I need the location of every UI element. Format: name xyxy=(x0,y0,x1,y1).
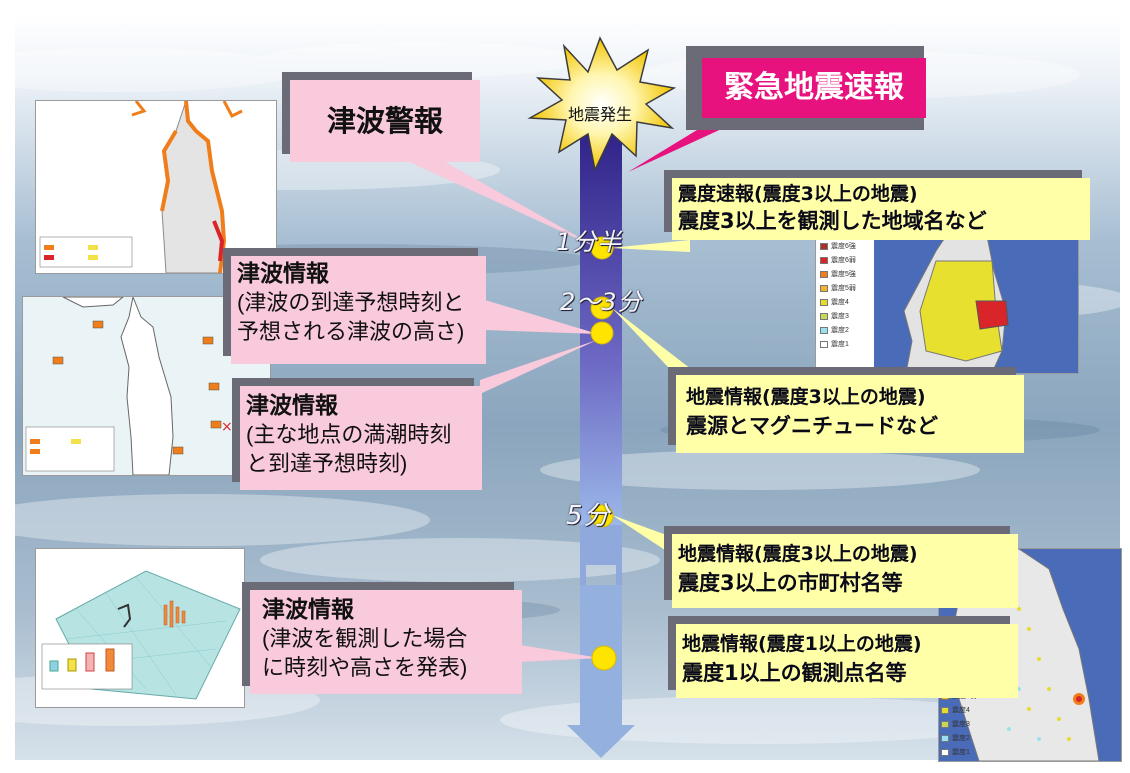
legend-label: 震度4 xyxy=(831,299,849,306)
time-label-5-min: 5分 xyxy=(566,501,611,531)
legend-label: 震度6強 xyxy=(831,243,856,250)
legend-item: 震度4 xyxy=(820,295,856,309)
tsunami-warning-box: 津波警報 xyxy=(290,80,480,162)
time-label-2-3-min: 2〜3分 xyxy=(560,288,643,316)
eq-info-2-line1: 地震情報(震度3以上の地震) xyxy=(678,543,918,565)
svg-text:×: × xyxy=(221,419,233,435)
eq-info-box-1: 地震情報(震度3以上の地震) 震源とマグニチュードなど xyxy=(676,375,1024,453)
tsunami-info-1-line1: (津波の到達予想時刻と xyxy=(237,290,465,315)
legend-swatch xyxy=(941,706,949,714)
eq-info-box-2: 地震情報(震度3以上の地震) 震度3以上の市町村名等 xyxy=(672,534,1018,608)
intensity-legend: 震度7震度6強震度6弱震度5強震度5弱震度4震度3震度2震度1 xyxy=(820,225,856,351)
legend-swatch xyxy=(820,270,828,278)
title-box: 緊急地震速報 xyxy=(702,58,926,118)
legend-label: 震度4 xyxy=(952,707,970,714)
legend-item: 震度5強 xyxy=(820,267,856,281)
event-label: 地震発生 xyxy=(567,107,632,124)
legend-swatch xyxy=(820,340,828,348)
tsunami-warning-title: 津波警報 xyxy=(326,104,443,138)
intensity-flash-box: 震度速報(震度3以上の地震) 震度3以上を観測した地域名など xyxy=(672,178,1090,240)
legend-item: 震度2 xyxy=(820,323,856,337)
legend-item: 震度3 xyxy=(941,717,977,731)
tsunami-info-2-line1: (主な地点の満潮時刻 xyxy=(246,422,452,447)
tsunami-info-2-title: 津波情報 xyxy=(246,393,338,419)
legend-label: 震度1 xyxy=(831,341,849,348)
legend-item: 震度2 xyxy=(941,731,977,745)
legend-label: 震度5強 xyxy=(831,271,856,278)
earthquake-star xyxy=(527,36,677,173)
legend-swatch xyxy=(820,312,828,320)
legend-label: 震度6弱 xyxy=(831,257,856,264)
legend-item: 震度1 xyxy=(820,337,856,351)
legend-swatch xyxy=(941,748,949,756)
legend-swatch xyxy=(820,284,828,292)
eq-info-1-line1: 地震情報(震度3以上の地震) xyxy=(686,386,926,408)
tsunami-info-3-title: 津波情報 xyxy=(262,597,354,623)
legend-swatch xyxy=(941,734,949,742)
legend-swatch xyxy=(820,242,828,250)
legend-label: 震度2 xyxy=(831,327,849,334)
legend-label: 震度3 xyxy=(952,721,970,728)
intensity-flash-map: 震度7震度6強震度6弱震度5強震度5弱震度4震度3震度2震度1 xyxy=(815,220,1079,374)
eq-info-3-line1: 地震情報(震度1以上の地震) xyxy=(682,633,922,655)
eq-info-2-line2: 震度3以上の市町村名等 xyxy=(678,571,903,595)
tsunami-info-box-1: 津波情報 (津波の到達予想時刻と 予想される津波の高さ) xyxy=(231,256,486,364)
legend-swatch xyxy=(941,720,949,728)
tsunami-info-box-3: 津波情報 (津波を観測した場合 に時刻や高さを発表) xyxy=(250,590,522,694)
legend-label: 震度3 xyxy=(831,313,849,320)
tsunami-warning-map xyxy=(35,100,277,274)
legend-label: 震度1 xyxy=(952,749,970,756)
tsunami-info-1-title: 津波情報 xyxy=(237,261,329,287)
legend-item: 震度3 xyxy=(820,309,856,323)
tsunami-info-3-line1: (津波を観測した場合 xyxy=(262,626,468,651)
legend-item: 震度4 xyxy=(941,703,977,717)
eq-info-3-line2: 震度1以上の観測点名等 xyxy=(682,661,907,685)
legend-label: 震度2 xyxy=(952,735,970,742)
tsunami-info-3-line2: に時刻や高さを発表) xyxy=(262,655,468,680)
tsunami-info-map: × xyxy=(22,296,271,476)
legend-item: 震度6強 xyxy=(820,239,856,253)
legend-swatch xyxy=(820,256,828,264)
legend-swatch xyxy=(820,326,828,334)
tsunami-info-box-2: 津波情報 (主な地点の満潮時刻 と到達予想時刻) xyxy=(240,386,482,490)
legend-item: 震度1 xyxy=(941,745,977,759)
intensity-flash-line2: 震度3以上を観測した地域名など xyxy=(678,209,987,233)
legend-label: 震度5弱 xyxy=(831,285,856,292)
tsunami-info-2-line2: と到達予想時刻) xyxy=(246,451,408,476)
legend-item: 震度5弱 xyxy=(820,281,856,295)
tsunami-observation-map xyxy=(35,548,245,708)
time-label-1-5-min: 1分半 xyxy=(556,228,623,256)
legend-item: 震度6弱 xyxy=(820,253,856,267)
intensity-flash-line1: 震度速報(震度3以上の地震) xyxy=(678,183,918,205)
legend-swatch xyxy=(820,298,828,306)
title-text: 緊急地震速報 xyxy=(724,70,904,105)
eq-info-box-3: 地震情報(震度1以上の地震) 震度1以上の観測点名等 xyxy=(676,624,1018,698)
eq-info-1-line2: 震源とマグニチュードなど xyxy=(686,414,938,438)
tsunami-info-1-line2: 予想される津波の高さ) xyxy=(237,319,465,344)
